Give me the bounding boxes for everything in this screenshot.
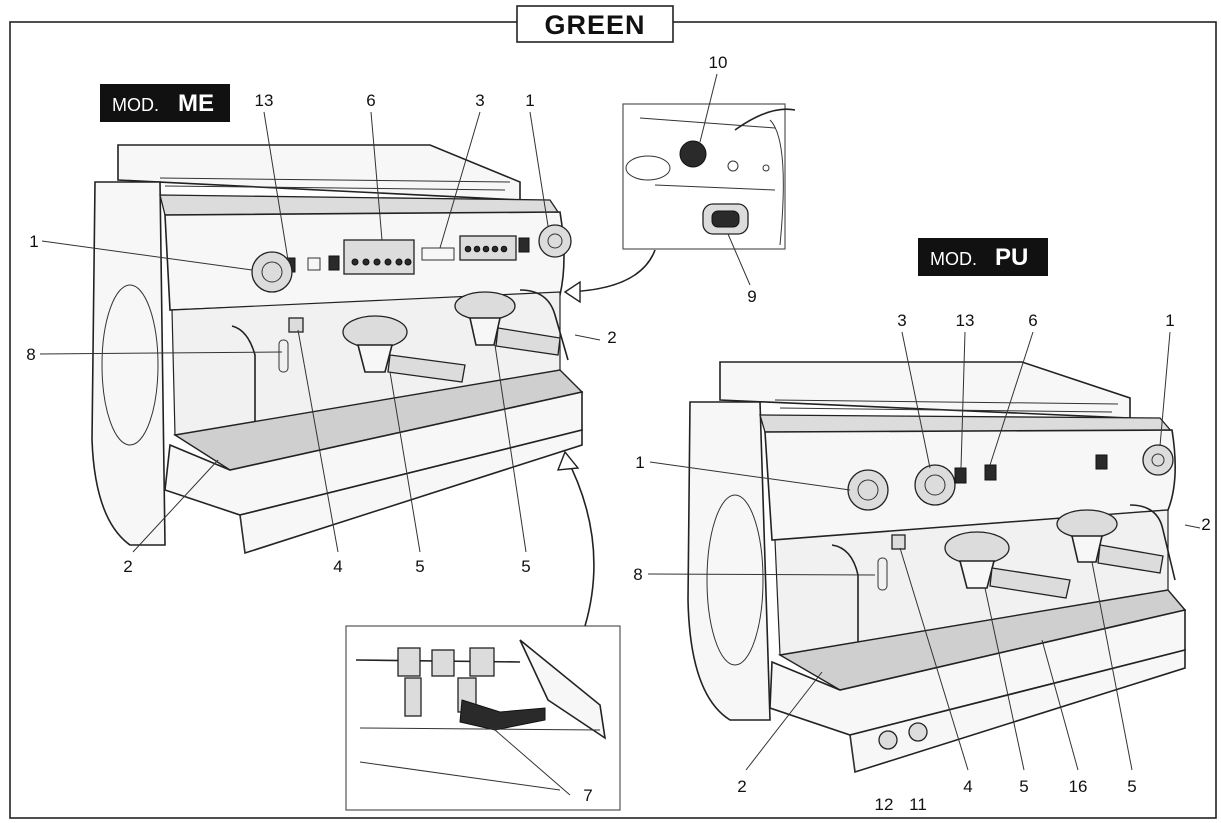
detail-bottom-arrow <box>564 454 595 627</box>
callout-detail-9: 9 <box>747 287 756 306</box>
pu-steam-knob-left <box>847 469 889 511</box>
me-steam-knob-left <box>251 251 293 293</box>
pu-cup-tray <box>719 361 1131 419</box>
callout-me-6: 6 <box>366 91 375 110</box>
detail-top <box>563 103 796 304</box>
pu-dial <box>914 464 956 506</box>
model-label-me-name: ME <box>178 90 214 117</box>
pu-steam-knob-right <box>1142 444 1174 476</box>
pu-switch-6 <box>984 464 997 481</box>
pu-side-window <box>706 494 764 666</box>
pu-level-gauge <box>877 557 888 591</box>
pu-switch-13 <box>954 467 967 484</box>
callout-me-8: 8 <box>26 345 35 364</box>
callout-me-2-bottom: 2 <box>123 557 132 576</box>
me-side-window <box>101 284 159 446</box>
callout-pu-11: 11 <box>909 795 927 814</box>
detail-bottom-lever <box>459 699 546 731</box>
callout-pu-6: 6 <box>1028 311 1037 330</box>
callouts-detail: 10 9 7 <box>583 53 756 805</box>
callout-pu-2-bottom: 2 <box>737 777 746 796</box>
machine-me: MOD. ME <box>91 84 584 555</box>
pu-portafilter-left <box>989 567 1071 599</box>
callout-me-5-right: 5 <box>521 557 530 576</box>
me-keypad-left <box>343 239 415 275</box>
title-box <box>516 5 674 43</box>
callout-me-1-top: 1 <box>525 91 534 110</box>
model-label-me-prefix: MOD. <box>112 95 159 115</box>
callout-pu-5-left: 5 <box>1019 777 1028 796</box>
me-display <box>421 247 455 261</box>
callouts-me: 13 6 3 1 1 8 2 2 4 5 5 <box>26 91 616 576</box>
callout-pu-1-left: 1 <box>635 453 644 472</box>
model-label-me-bg <box>100 84 230 122</box>
callout-pu-8: 8 <box>633 565 642 584</box>
callout-pu-3: 3 <box>897 311 906 330</box>
callout-pu-2-right: 2 <box>1201 515 1210 534</box>
diagram-title: GREEN <box>544 10 645 40</box>
pu-group-left <box>944 531 1010 565</box>
me-switch-left <box>328 255 340 271</box>
me-portafilter-right <box>495 327 561 356</box>
model-label-pu-name: PU <box>995 244 1028 271</box>
model-label-pu-bg <box>918 238 1048 276</box>
pu-hot-water <box>891 534 906 550</box>
me-steam-wand-right <box>519 289 569 361</box>
pu-top-panel <box>759 414 1174 433</box>
callout-me-3: 3 <box>475 91 484 110</box>
callout-me-5-left: 5 <box>415 557 424 576</box>
pu-steam-wand-right <box>1129 504 1176 581</box>
callout-pu-13: 13 <box>956 311 975 330</box>
me-small-window <box>307 257 321 271</box>
me-level-gauge <box>278 339 289 373</box>
callout-me-2-right: 2 <box>607 328 616 347</box>
callout-pu-5-right: 5 <box>1127 777 1136 796</box>
callout-pu-4: 4 <box>963 777 972 796</box>
detail-top-knob <box>679 140 707 168</box>
me-group-left <box>342 315 408 349</box>
leader-lines <box>39 73 1201 796</box>
pu-button-11 <box>908 722 928 742</box>
me-switch-right <box>518 237 530 253</box>
pu-switch-right <box>1095 454 1108 470</box>
me-portafilter-left <box>387 354 466 383</box>
callout-detail-10: 10 <box>709 53 728 72</box>
callout-pu-12: 12 <box>875 795 894 814</box>
detail-bottom <box>345 450 621 811</box>
callout-me-13: 13 <box>255 91 274 110</box>
callout-pu-1-top: 1 <box>1165 311 1174 330</box>
me-group-right <box>454 291 516 321</box>
model-label-pu-prefix: MOD. <box>930 249 977 269</box>
callout-pu-16: 16 <box>1069 777 1088 796</box>
me-cup-tray <box>117 144 521 201</box>
me-side-panel <box>91 181 166 546</box>
callout-detail-7: 7 <box>583 786 592 805</box>
pu-side-panel <box>687 401 771 721</box>
pu-button-12 <box>878 730 898 750</box>
me-hot-water <box>288 317 304 333</box>
callouts-pu: 3 13 6 1 1 2 8 2 4 5 16 5 12 11 <box>633 311 1210 814</box>
pu-portafilter-right <box>1097 544 1164 574</box>
me-steam-knob-right <box>538 224 572 258</box>
pu-group-right <box>1056 509 1118 539</box>
machine-pu: MOD. PU <box>687 238 1187 774</box>
me-steam-wand-left <box>231 325 256 450</box>
callout-me-4: 4 <box>333 557 342 576</box>
callout-me-1-left: 1 <box>29 232 38 251</box>
